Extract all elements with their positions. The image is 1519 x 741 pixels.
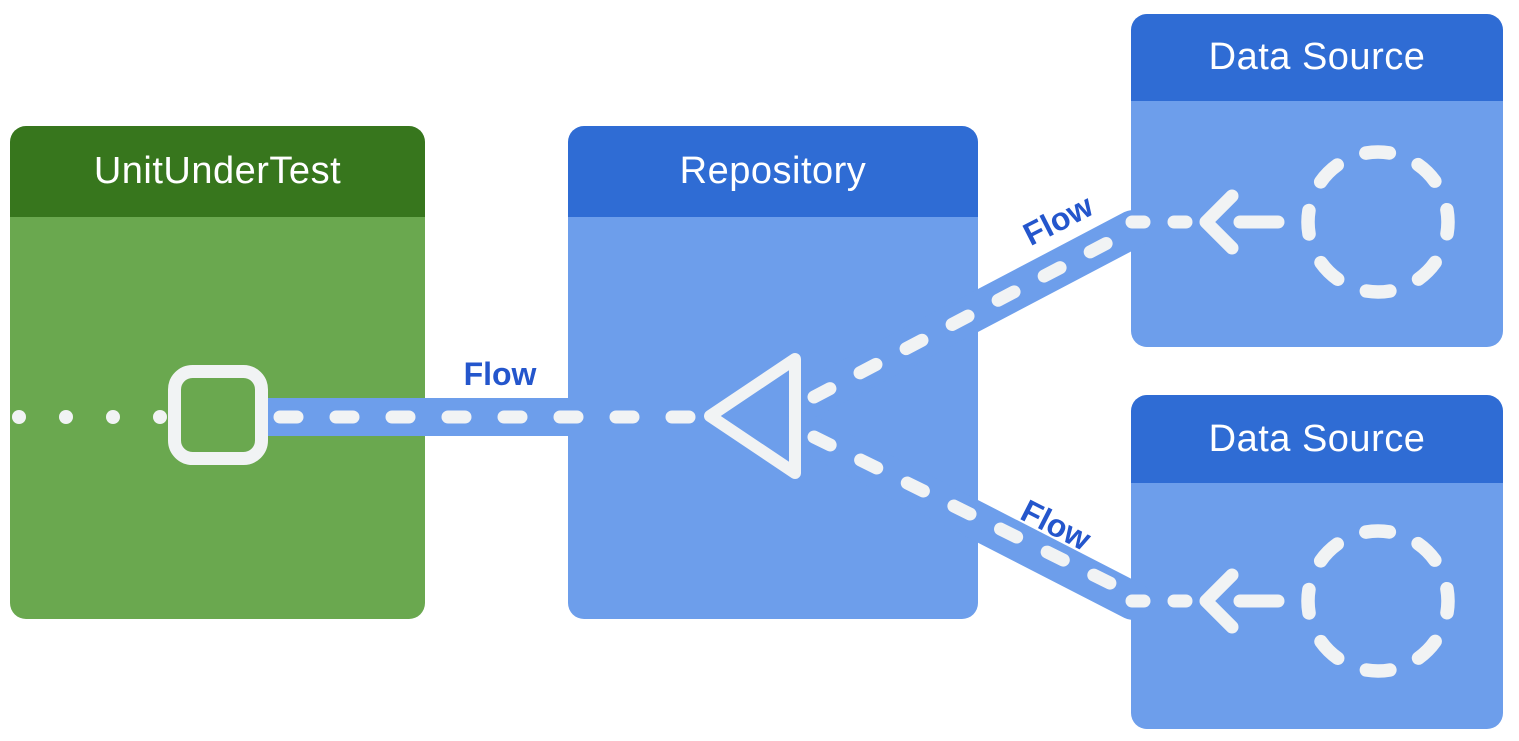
box-data-source-top-body (1131, 101, 1503, 347)
box-data-source-top-title: Data Source (1208, 36, 1426, 78)
trail-dot (59, 410, 73, 424)
trail-dot (153, 410, 167, 424)
square-outline-icon (168, 365, 268, 465)
arrow-head (1199, 189, 1239, 255)
triangle-left-icon (704, 353, 801, 479)
box-data-source-bottom-body (1131, 483, 1503, 729)
box-data-source-bottom-title: Data Source (1208, 417, 1426, 460)
trail-dot (106, 410, 120, 424)
dashed-circle-icon (1301, 145, 1455, 299)
box-repository-header: Repository (568, 126, 978, 217)
box-unit-under-test-header: UnitUnderTest (10, 126, 425, 217)
trail-dot (12, 410, 26, 424)
box-data-source-top: Data Source (1131, 14, 1503, 347)
arrow-left-icon (1199, 189, 1285, 255)
box-data-source-bottom-header: Data Source (1131, 395, 1503, 483)
dotted-trail-icon (12, 410, 167, 424)
flow-label-horizontal: Flow (463, 356, 537, 392)
arrow-head (1199, 568, 1239, 634)
box-data-source-top-header: Data Source (1131, 14, 1503, 101)
box-data-source-bottom: Data Source (1131, 395, 1503, 729)
box-repository-title: Repository (679, 150, 867, 192)
arrow-left-icon (1199, 568, 1285, 634)
flow-dashes-bottom-diagonal (807, 430, 1135, 599)
dashed-circle-icon (1301, 524, 1455, 678)
box-unit-under-test-title: UnitUnderTest (93, 150, 342, 192)
flow-dashes-top-diagonal (807, 225, 1135, 404)
